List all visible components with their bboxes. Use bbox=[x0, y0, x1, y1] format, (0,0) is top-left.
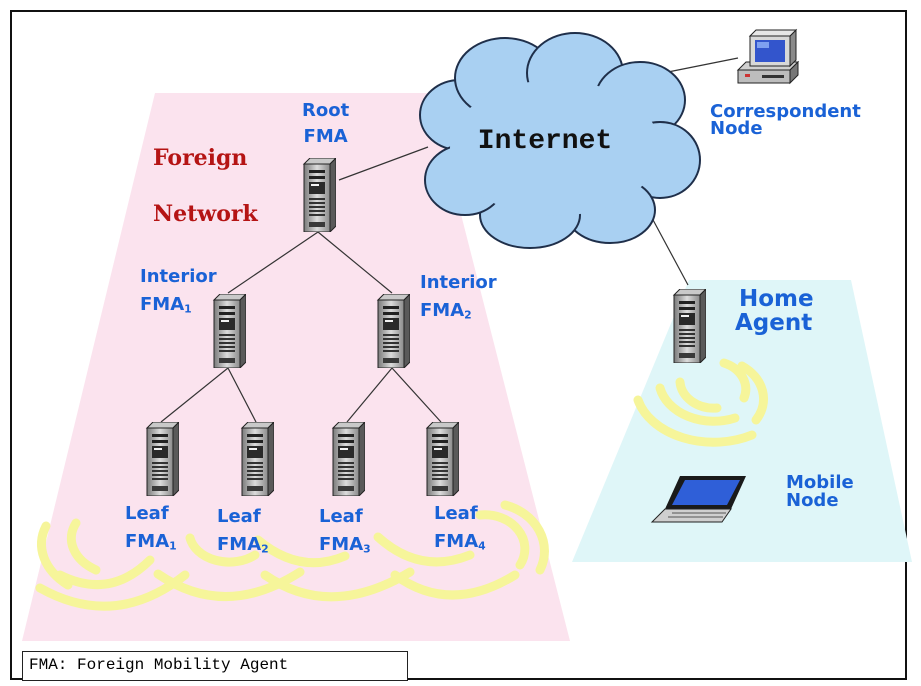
home-agent-line2: Agent bbox=[735, 310, 813, 336]
foreign-network-line2: Network bbox=[153, 201, 258, 227]
leaf-fma-1-server bbox=[146, 422, 179, 496]
mobile-node-line2: Node bbox=[786, 490, 839, 511]
link-interior1-leaf1 bbox=[160, 367, 229, 423]
interior-fma-1-base: FMA bbox=[140, 294, 185, 315]
interior-fma-2-label: Interior FMA2 bbox=[420, 269, 497, 330]
leaf-fma-1-base: FMA bbox=[125, 531, 170, 552]
interior-fma-2-base: FMA bbox=[420, 300, 465, 321]
correspondent-node-label: Correspondent Node bbox=[710, 101, 861, 139]
leaf-fma-2-base: FMA bbox=[217, 534, 262, 555]
link-interior1-leaf2 bbox=[227, 367, 257, 423]
leaf-fma-3-label: Leaf FMA3 bbox=[319, 503, 371, 564]
leaf-fma-3-subscript: 3 bbox=[363, 542, 371, 556]
leaf-fma-1-line1: Leaf bbox=[125, 503, 169, 524]
mobile-node-line1: Mobile bbox=[786, 472, 854, 493]
home-agent-label: Home Agent bbox=[735, 287, 814, 335]
interior-fma-1-server bbox=[213, 294, 246, 368]
mobile-node-label: Mobile Node bbox=[786, 474, 854, 510]
root-fma-server bbox=[303, 158, 336, 232]
leaf-fma-4-line1: Leaf bbox=[434, 503, 478, 524]
foreign-network-line1: Foreign bbox=[153, 145, 248, 171]
leaf-fma-2-line1: Leaf bbox=[217, 506, 261, 527]
leaf-fma-4-base: FMA bbox=[434, 531, 479, 552]
root-fma-label: Root FMA bbox=[302, 98, 349, 150]
foreign-network-zone bbox=[22, 93, 570, 641]
leaf-fma-2-label: Leaf FMA2 bbox=[217, 503, 269, 564]
foreign-network-label: Foreign Network bbox=[153, 130, 258, 242]
mobile-node-laptop-icon bbox=[650, 476, 746, 523]
interior-fma-2-subscript: 2 bbox=[464, 308, 472, 322]
leaf-fma-4-subscript: 4 bbox=[478, 539, 486, 553]
leaf-fma-3-server bbox=[332, 422, 365, 496]
home-network-zone bbox=[572, 280, 912, 562]
home-agent-line1: Home bbox=[739, 286, 814, 312]
wireless-coverage-home bbox=[633, 358, 769, 447]
link-interior2-leaf3 bbox=[346, 367, 393, 423]
root-fma-line2: FMA bbox=[303, 126, 348, 147]
leaf-fma-1-label: Leaf FMA1 bbox=[125, 500, 177, 561]
link-root-internet bbox=[338, 146, 429, 181]
legend-box: FMA: Foreign Mobility Agent bbox=[22, 651, 408, 681]
root-fma-line1: Root bbox=[302, 100, 350, 121]
home-agent-server bbox=[673, 289, 706, 363]
correspondent-node-computer-icon bbox=[736, 28, 800, 85]
interior-fma-1-line1: Interior bbox=[140, 266, 217, 287]
legend-text: FMA: Foreign Mobility Agent bbox=[29, 656, 289, 674]
leaf-fma-3-base: FMA bbox=[319, 534, 364, 555]
link-internet-homeagent bbox=[651, 217, 689, 286]
link-interior2-leaf4 bbox=[391, 367, 442, 423]
wireless-coverage-foreign bbox=[35, 500, 549, 611]
leaf-fma-2-server bbox=[241, 422, 274, 496]
internet-cloud bbox=[419, 32, 701, 249]
interior-fma-2-server bbox=[377, 294, 410, 368]
interior-fma-2-line1: Interior bbox=[420, 272, 497, 293]
link-root-interior2 bbox=[317, 231, 393, 294]
link-root-interior1 bbox=[227, 231, 319, 294]
link-internet-correspondent bbox=[667, 57, 739, 73]
correspondent-node-line1: Correspondent bbox=[710, 101, 861, 122]
leaf-fma-3-line1: Leaf bbox=[319, 506, 363, 527]
interior-fma-1-label: Interior FMA1 bbox=[140, 263, 217, 324]
leaf-fma-2-subscript: 2 bbox=[261, 542, 269, 556]
leaf-fma-4-server bbox=[426, 422, 459, 496]
leaf-fma-4-label: Leaf FMA4 bbox=[434, 500, 486, 561]
correspondent-node-line2: Node bbox=[710, 118, 763, 139]
interior-fma-1-subscript: 1 bbox=[184, 302, 192, 316]
leaf-fma-1-subscript: 1 bbox=[169, 539, 177, 553]
internet-label: Internet bbox=[478, 126, 612, 157]
